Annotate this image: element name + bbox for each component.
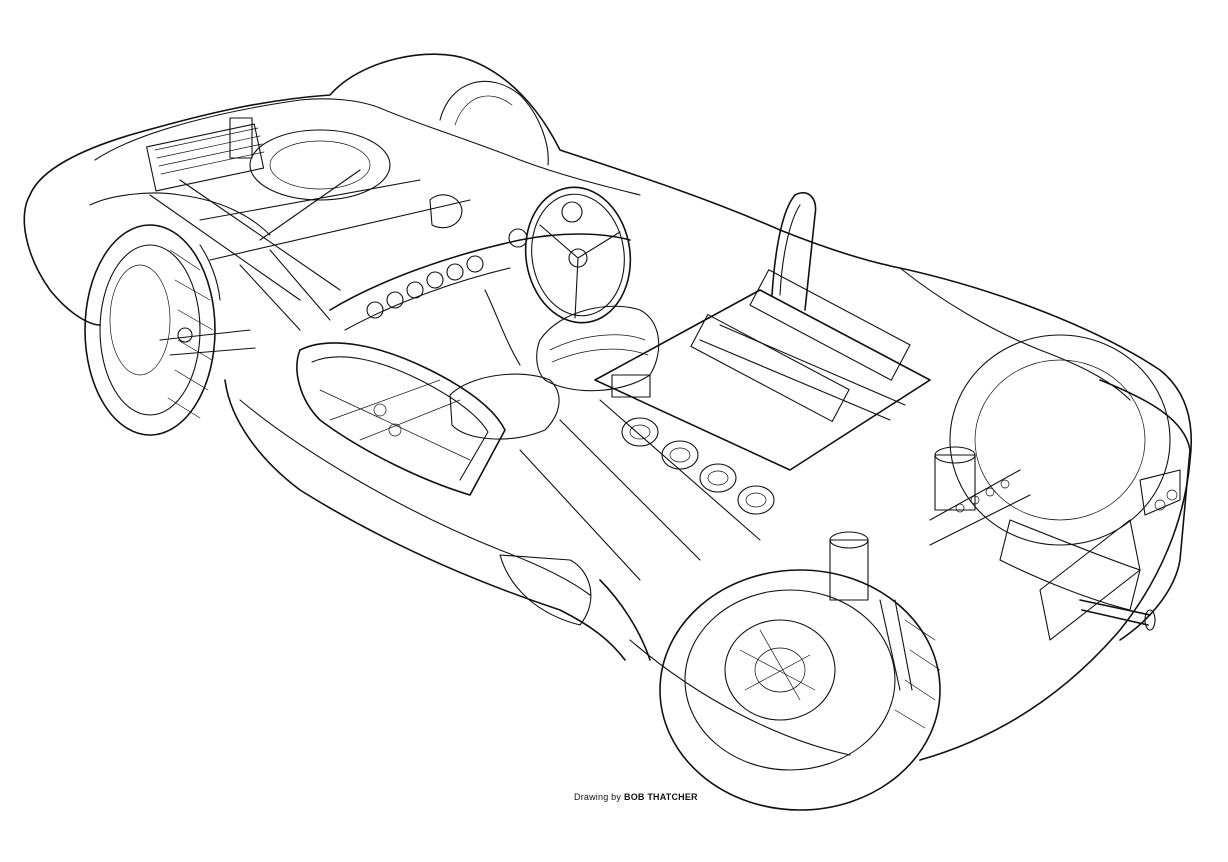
carburettor-trumpets	[621, 417, 775, 515]
engine	[594, 269, 976, 601]
perforated-cross-member	[955, 479, 1010, 513]
far-rear-wheel	[949, 334, 1171, 546]
far-front-wheel	[439, 80, 549, 166]
cockpit	[329, 186, 817, 440]
side-pod	[296, 342, 506, 496]
front-wheel	[84, 224, 216, 436]
rear-frame	[519, 399, 1181, 756]
rear-panel	[499, 379, 1191, 661]
front-frame	[146, 117, 471, 331]
front-suspension	[159, 244, 256, 356]
credit-prefix: Drawing by	[574, 792, 622, 802]
steering-wheel	[524, 186, 632, 324]
rear-wheel	[659, 569, 941, 811]
credit-artist: BOB THATCHER	[624, 792, 698, 802]
